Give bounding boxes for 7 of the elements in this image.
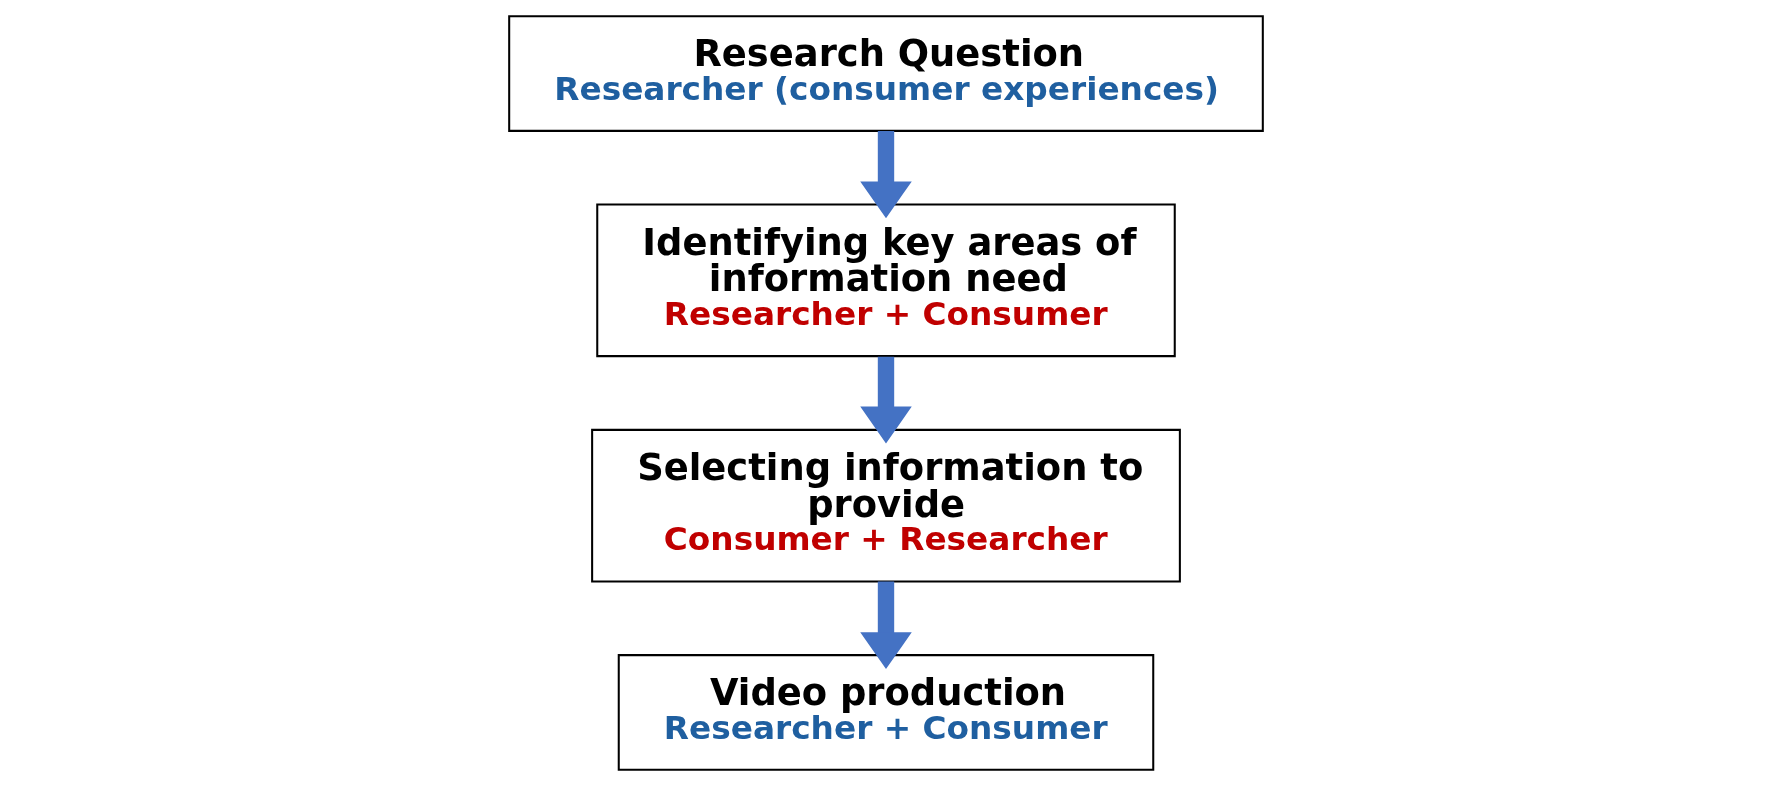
node-box: Selecting information to provide Consumer + Researcher: [591, 428, 1181, 583]
arrow: [860, 581, 912, 670]
node-box: Video production Researcher + Consumer: [617, 654, 1155, 771]
arrow: [860, 130, 912, 219]
arrow: [860, 356, 912, 444]
node-box: Identifying key areas of information need Researcher + Consumer: [596, 203, 1176, 358]
node-box: Research Question Researcher (consumer experiences): [508, 15, 1264, 132]
